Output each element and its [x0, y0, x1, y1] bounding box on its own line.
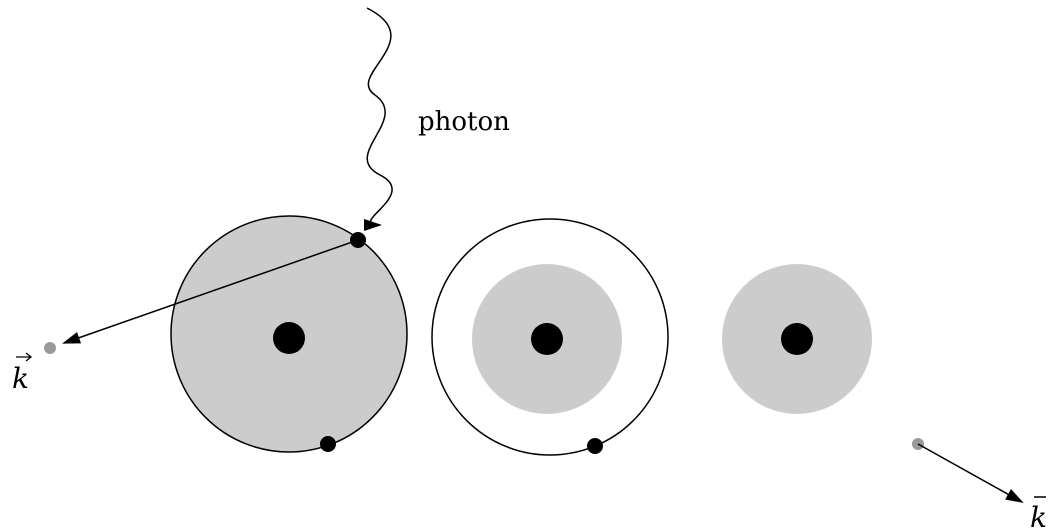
- k-bar-label: k: [1030, 501, 1047, 530]
- k-vector-arrow-mark: [16, 352, 33, 362]
- photon-wave: [363, 7, 393, 231]
- k-vector-label: k: [12, 362, 29, 395]
- k-bar-arrow: [917, 443, 1024, 503]
- atom-2-electron: [587, 438, 603, 454]
- electron-trajectory-arrow: [62, 239, 359, 344]
- emitted-particle-left: [44, 342, 56, 354]
- atom-3-nucleus: [781, 323, 813, 355]
- atom-1-nucleus: [273, 322, 305, 354]
- atom-2-nucleus: [531, 323, 563, 355]
- atom-1-electron-bottom: [320, 436, 336, 452]
- photon-label: photon: [418, 107, 510, 137]
